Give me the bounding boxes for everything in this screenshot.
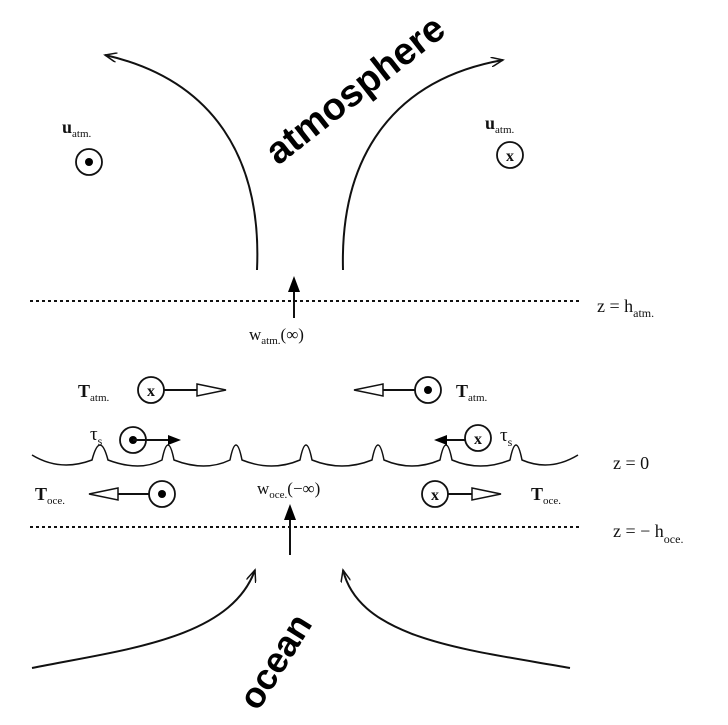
label-T-atm-right: Tatm. [456, 381, 488, 404]
u-atm-right-symbol: x [496, 141, 524, 169]
T-oce-right-vector: x [421, 480, 502, 508]
label-T-atm-left: Tatm. [78, 381, 110, 404]
label-z-zero: z = 0 [613, 453, 649, 473]
label-u-atm-left: uatm. [62, 117, 92, 140]
svg-text:x: x [431, 487, 439, 504]
ocean-label: ocean [230, 606, 320, 716]
label-w-oce: woce.(−∞) [257, 479, 320, 501]
u-atm-left-symbol [75, 148, 103, 176]
label-w-atm: watm.(∞) [249, 325, 304, 347]
svg-text:x: x [474, 431, 482, 448]
atmosphere-flow-right [341, 60, 503, 271]
svg-text:x: x [147, 383, 155, 400]
T-atm-left-vector: x [137, 376, 227, 404]
label-z-h-atm: z = hatm. [597, 296, 654, 320]
label-z-minus-h-oce: z = − hoce. [613, 521, 683, 546]
w-oce-arrow [284, 504, 296, 555]
label-T-oce-left: Toce. [35, 484, 65, 507]
tau-s-left-vector [119, 426, 181, 454]
ocean-flow-left [31, 570, 255, 669]
label-tau-s-left: τs [90, 424, 103, 448]
into-page-mark: x [506, 148, 514, 165]
T-oce-left-vector [88, 480, 176, 508]
label-T-oce-right: Toce. [531, 484, 561, 507]
w-atm-arrow [288, 276, 300, 318]
atmosphere-flow-left [105, 55, 259, 271]
label-u-atm-right: uatm. [485, 113, 515, 136]
T-atm-right-vector [353, 376, 442, 404]
sea-surface [31, 444, 579, 467]
label-tau-s-right: τs [500, 425, 513, 449]
tau-s-right-vector: x [434, 424, 492, 452]
ocean-flow-right [343, 570, 571, 669]
